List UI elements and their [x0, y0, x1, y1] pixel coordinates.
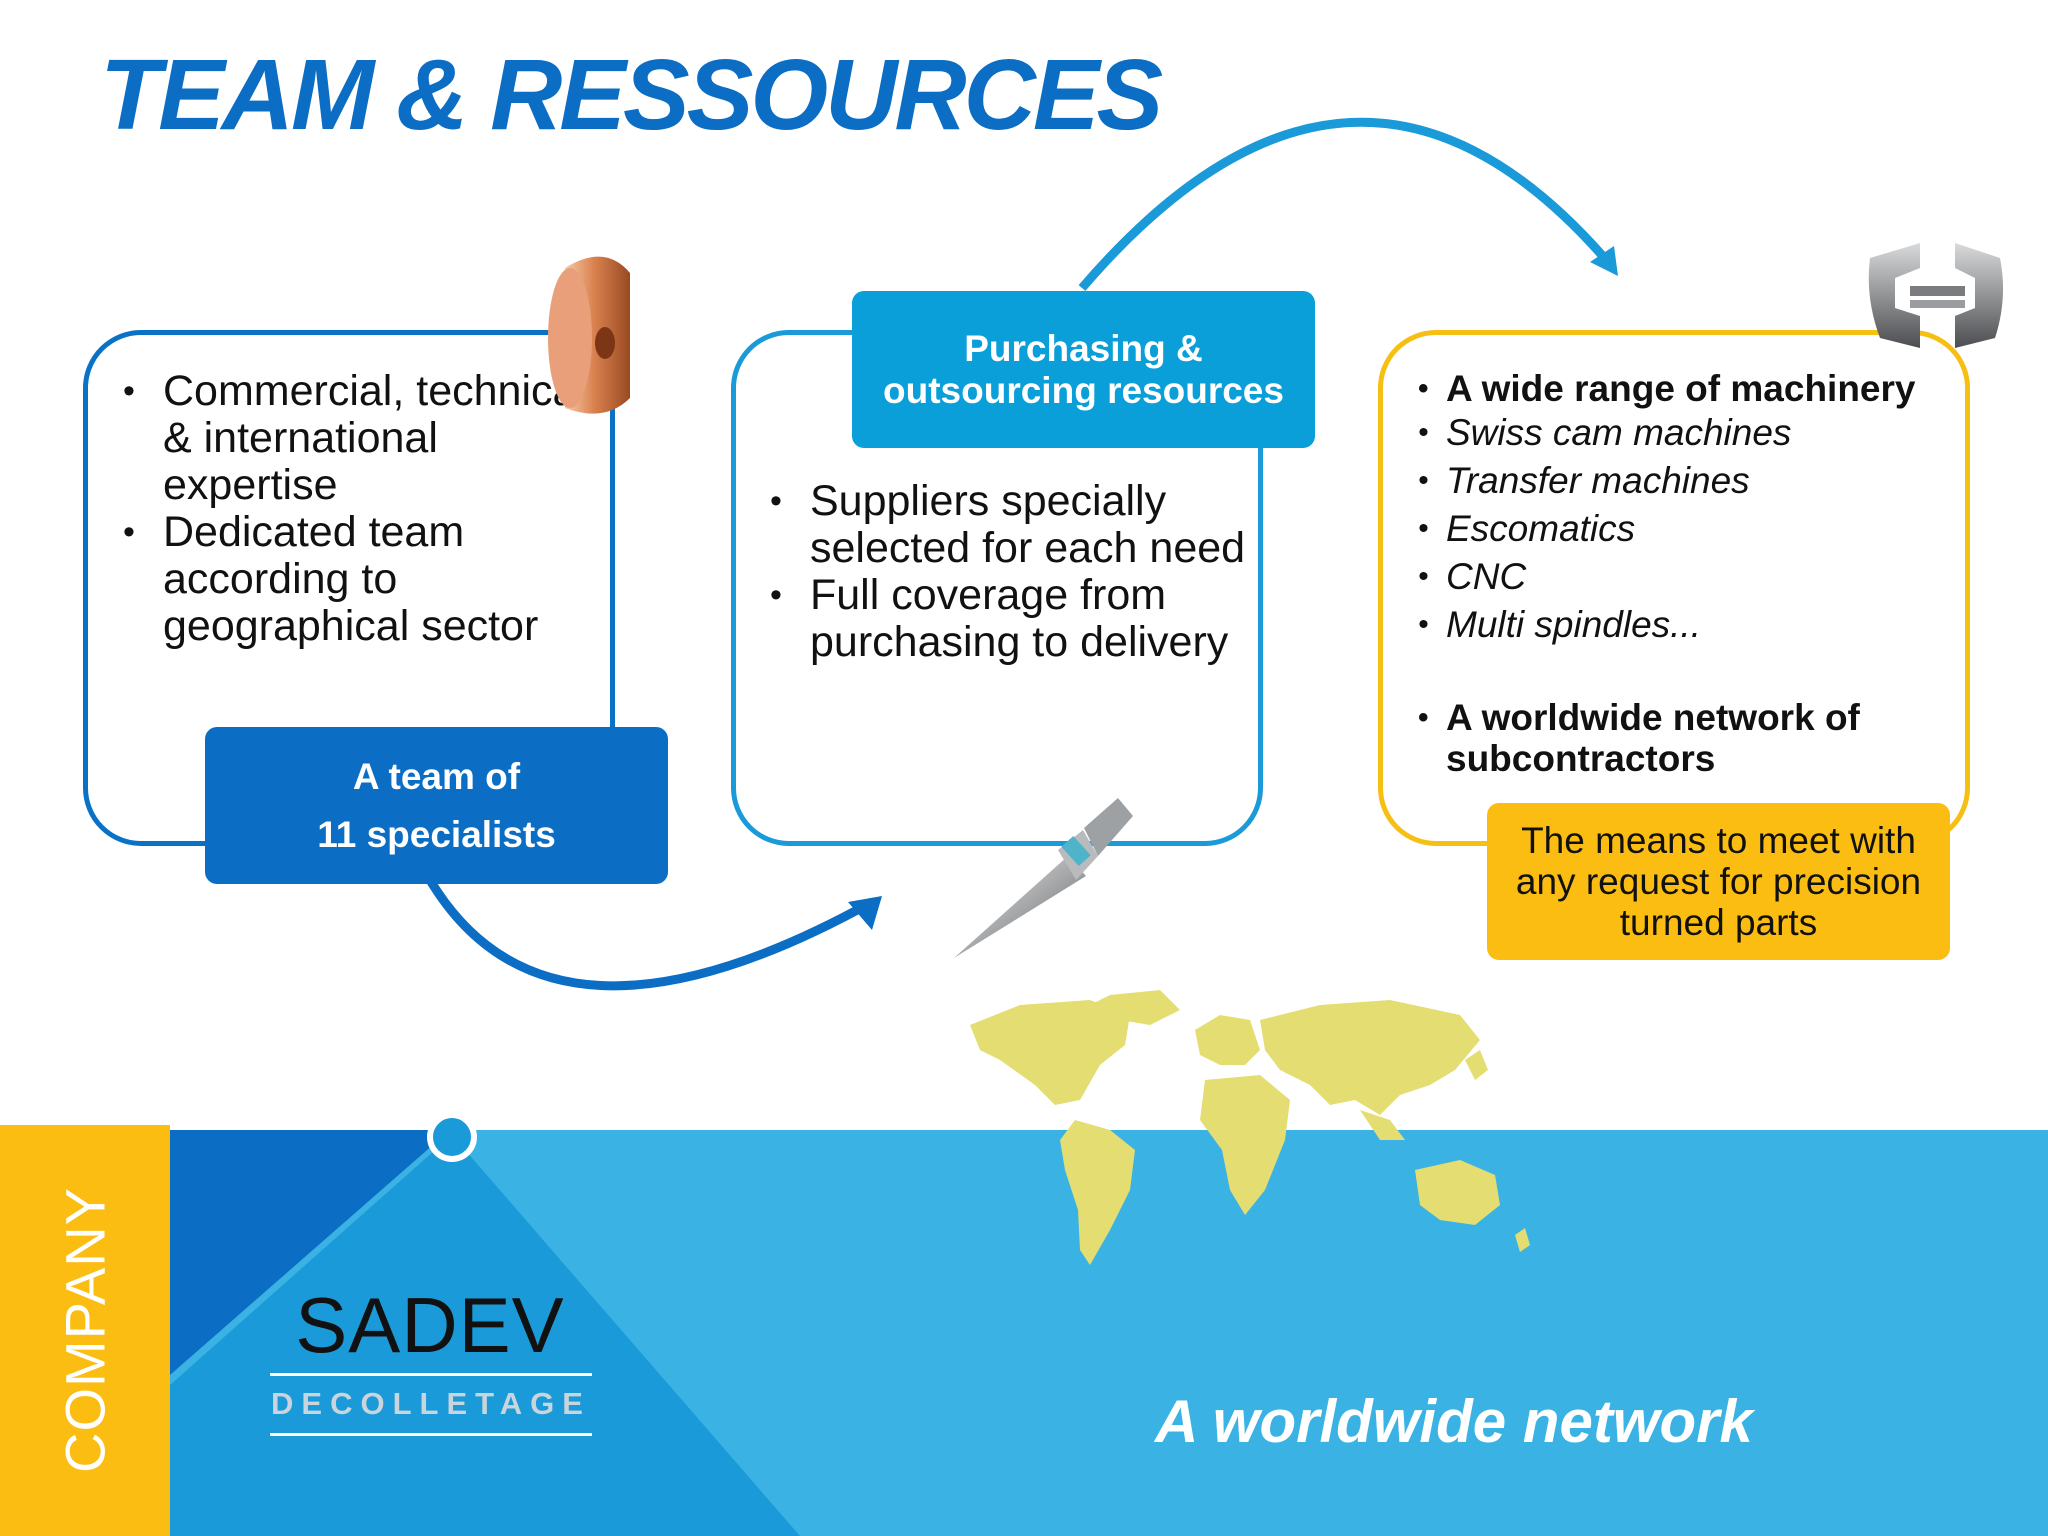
- list-item: A worldwide network of subcontractors: [1418, 697, 1961, 779]
- list-item: Swiss cam machines: [1418, 409, 1961, 457]
- page-title: TEAM & RESSOURCES: [100, 39, 1163, 151]
- team-size-box: A team of 11 specialists: [205, 727, 668, 884]
- copper-part-icon: [548, 256, 630, 414]
- list-item: Dedicated team according to geographical…: [123, 509, 613, 650]
- logo-divider: [270, 1373, 592, 1376]
- purchasing-box-line2: outsourcing resources: [883, 369, 1284, 411]
- machinery-content: A wide range of machinery Swiss cam mach…: [1380, 332, 1965, 824]
- flow-arrow-2-to-3: [1078, 117, 1618, 291]
- list-item: Multi spindles...: [1418, 601, 1961, 649]
- pin-part-icon: [954, 798, 1133, 958]
- means-box: The means to meet with any request for p…: [1487, 803, 1950, 960]
- means-box-line1: The means to meet with: [1521, 820, 1916, 861]
- means-box-line3: turned parts: [1619, 902, 1818, 943]
- purchasing-list: Suppliers specially selected for each ne…: [770, 478, 1250, 666]
- footer-node-dot: [427, 1112, 477, 1162]
- slogan: A worldwide network: [1155, 1388, 1753, 1455]
- team-box-line1: A team of: [352, 755, 521, 797]
- steel-part-icon: [1868, 243, 2004, 348]
- logo-subtitle: DECOLLETAGE: [271, 1386, 591, 1421]
- flow-arrow-1-to-2: [426, 877, 882, 991]
- purchasing-box: Purchasing & outsourcing resources: [852, 291, 1315, 448]
- team-box-line2: 11 specialists: [317, 813, 556, 855]
- list-item: Full coverage from purchasing to deliver…: [770, 572, 1250, 666]
- machinery-list: A wide range of machinery Swiss cam mach…: [1418, 368, 1961, 779]
- logo-name: SADEV: [295, 1281, 565, 1369]
- section-label: COMPANY: [53, 1187, 117, 1473]
- list-item: CNC: [1418, 553, 1961, 601]
- means-box-line2: any request for precision: [1515, 861, 1922, 902]
- list-item: Transfer machines: [1418, 457, 1961, 505]
- list-item: Suppliers specially selected for each ne…: [770, 478, 1250, 572]
- list-item: Escomatics: [1418, 505, 1961, 553]
- purchasing-box-line1: Purchasing &: [964, 327, 1203, 369]
- team-list: Commercial, technical & international ex…: [123, 368, 613, 650]
- logo-divider: [270, 1433, 592, 1436]
- list-item: Commercial, technical & international ex…: [123, 368, 613, 509]
- list-item: A wide range of machinery: [1418, 368, 1961, 409]
- section-bar: [0, 1125, 170, 1536]
- world-map-icon: [970, 990, 1530, 1265]
